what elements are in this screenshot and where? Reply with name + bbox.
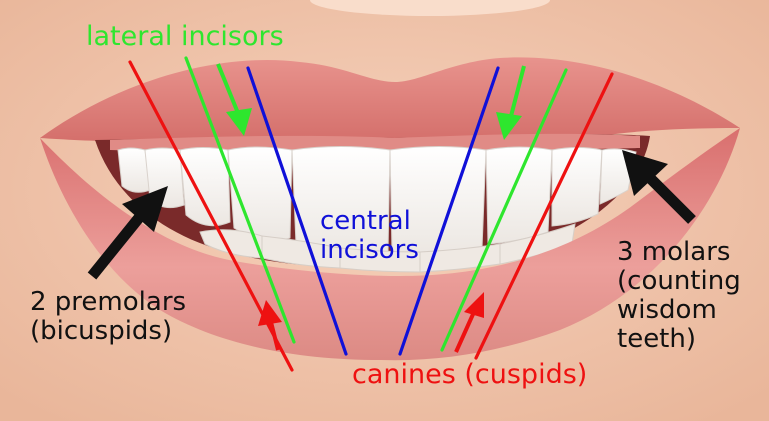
premolar-arrow-head <box>122 186 168 232</box>
lower-teeth <box>199 223 576 273</box>
lateral-line-left <box>184 56 296 344</box>
molar-arrow-head <box>622 150 668 196</box>
canine-arrow-left-head <box>258 300 282 326</box>
lower-lip <box>40 128 740 361</box>
canines-label: canines (cuspids) <box>352 359 588 390</box>
premolars-label: 2 premolars (bicuspids) <box>30 287 187 347</box>
central-incisors-line1: central <box>320 206 411 236</box>
lateral-incisors-label: lateral incisors <box>86 21 284 52</box>
lateral-arrow-right-head <box>496 112 522 140</box>
central-line-right <box>398 66 500 356</box>
molar-arrow-shaft <box>642 170 696 224</box>
arrows <box>87 63 696 353</box>
lateral-arrow-left-shaft <box>216 63 242 119</box>
lateral-arrow-right-shaft <box>508 65 526 121</box>
molars-line4: teeth) <box>617 324 697 355</box>
premolars-line2: (bicuspids) <box>30 316 173 347</box>
lateral-line-right <box>440 68 568 352</box>
central-incisors-label: central incisors <box>320 207 419 264</box>
nose-tip <box>310 0 550 16</box>
upper-lip <box>40 57 740 142</box>
molars-line3: wisdom <box>617 295 717 326</box>
molars-line2: (counting <box>617 266 741 297</box>
canine-line-right <box>474 72 614 360</box>
molars-label: 3 molars (counting wisdom teeth) <box>617 237 741 355</box>
lateral-incisors-text: lateral incisors <box>86 21 284 52</box>
canine-arrow-right-head <box>464 292 484 318</box>
central-line-left <box>246 66 348 356</box>
premolar-arrow-shaft <box>87 210 147 280</box>
canines-text: canines (cuspids) <box>352 359 588 390</box>
central-incisors-line2: incisors <box>320 234 419 265</box>
guide-lines <box>128 56 614 372</box>
premolars-line1: 2 premolars <box>30 287 187 317</box>
molars-line1: 3 molars <box>617 237 731 267</box>
lateral-arrow-left-head <box>226 108 252 136</box>
canine-arrow-right-shaft <box>454 311 476 353</box>
